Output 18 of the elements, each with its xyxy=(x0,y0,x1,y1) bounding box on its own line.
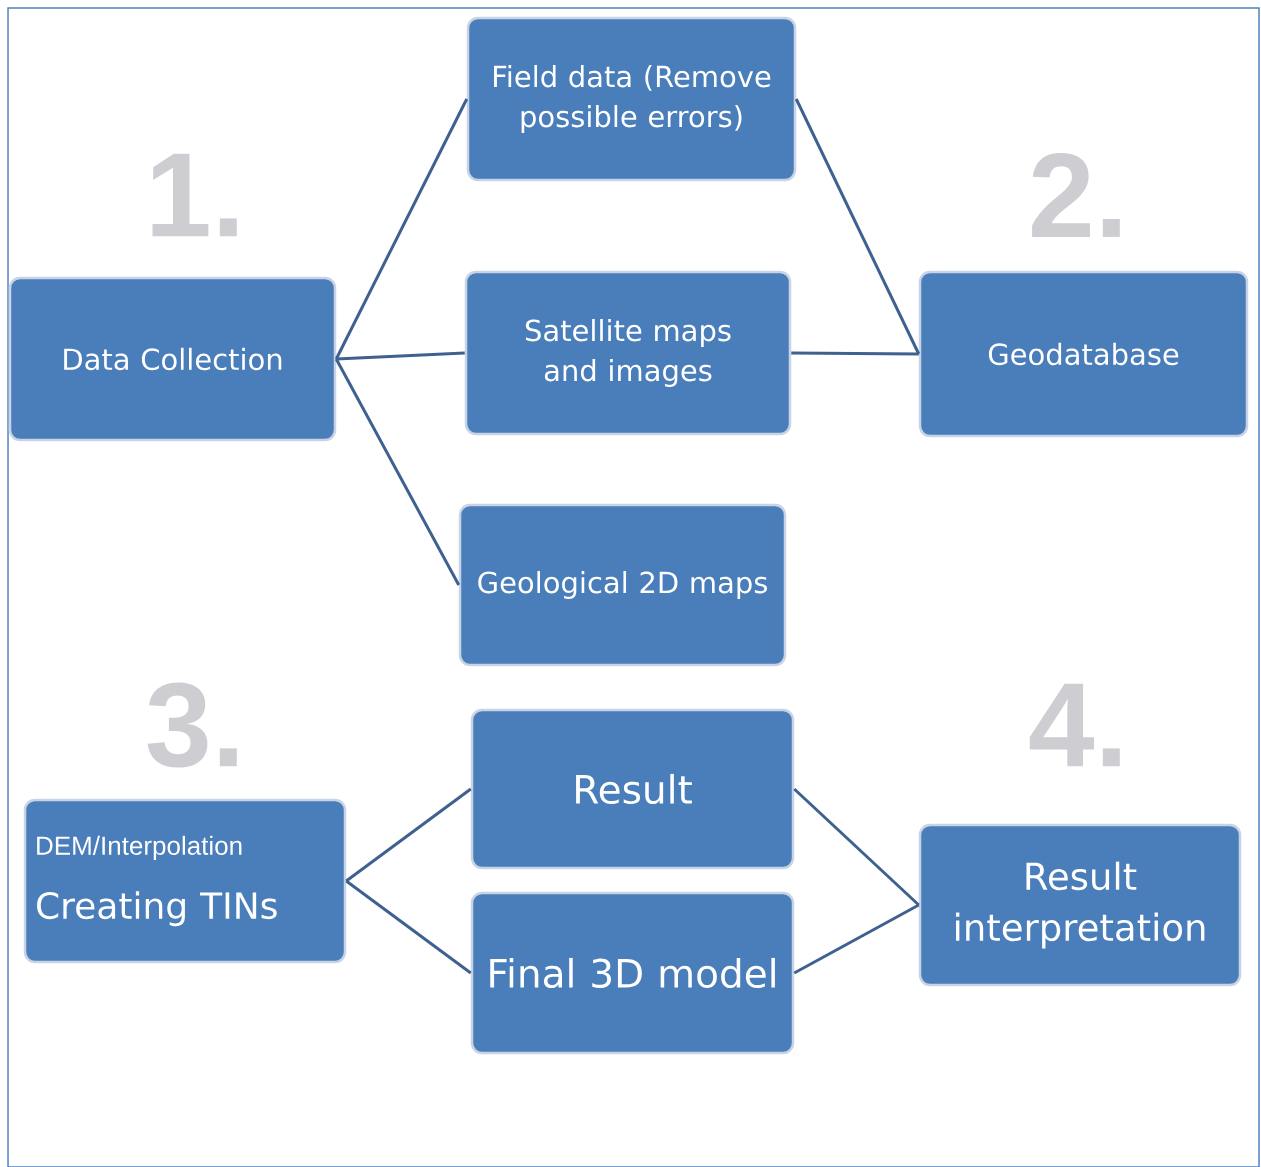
connector-line xyxy=(334,358,461,586)
process-box: Data Collection xyxy=(8,276,337,442)
connector-line xyxy=(793,903,920,975)
process-box: DEM/Interpolation Creating TINs xyxy=(23,798,347,964)
connector-line xyxy=(334,98,469,360)
process-box: Result xyxy=(470,708,795,870)
process-box: Final 3D model xyxy=(470,891,795,1055)
connector-line xyxy=(345,787,472,883)
process-box: Result interpretation xyxy=(918,823,1242,987)
connector-line xyxy=(791,351,919,356)
process-box: Field data (Remove possible errors) xyxy=(466,16,797,182)
connector-line xyxy=(793,787,920,907)
connector-line xyxy=(794,98,921,355)
process-box: Geodatabase xyxy=(918,270,1249,438)
connector-line xyxy=(336,351,465,361)
connector-line xyxy=(345,879,472,975)
process-box: Satellite maps and images xyxy=(464,270,792,436)
process-box: Geological 2D maps xyxy=(458,503,787,667)
